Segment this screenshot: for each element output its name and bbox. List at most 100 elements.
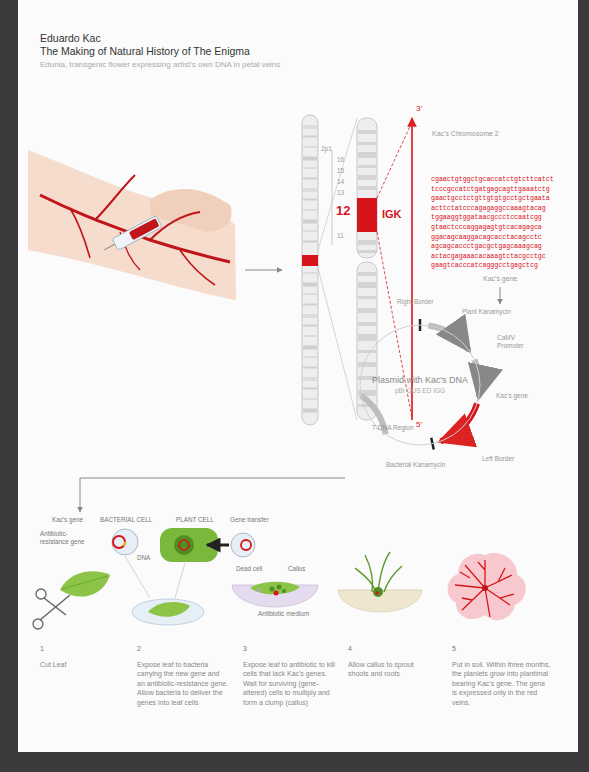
gene-transfer-illustration bbox=[175, 563, 185, 598]
chromosome-ideogram bbox=[303, 136, 317, 138]
chromosome-ideogram bbox=[303, 293, 317, 295]
leaf-and-scissors bbox=[44, 598, 66, 615]
chromosome-ideogram bbox=[358, 186, 376, 190]
leaf-and-scissors bbox=[33, 619, 43, 629]
dna-sequence: tcccgccatctgatgagcagttgaaatctg bbox=[431, 186, 550, 194]
chromosome-ideogram bbox=[303, 325, 317, 327]
chromosome-ideogram bbox=[357, 198, 377, 232]
gene-transfer-illustration bbox=[113, 536, 125, 548]
arm-illustration bbox=[150, 189, 232, 232]
gene-transfer-illustration bbox=[207, 544, 229, 547]
plasmid-ring bbox=[441, 404, 478, 442]
chromosome-ideogram bbox=[358, 152, 376, 158]
chromosome-ideogram bbox=[358, 142, 376, 145]
edunia-flower bbox=[448, 553, 526, 620]
antibiotic-dish bbox=[232, 582, 318, 607]
arm-illustration bbox=[28, 150, 236, 300]
chromosome-ideogram bbox=[303, 188, 317, 192]
band-number: 11 bbox=[337, 232, 344, 240]
plasmid-ring bbox=[361, 319, 480, 450]
step-number: 2 bbox=[137, 645, 141, 654]
plasmid-name: Plasmid with Kac's DNA bbox=[372, 375, 468, 387]
leaf-and-scissors bbox=[62, 576, 108, 589]
petri-dish bbox=[148, 602, 190, 617]
arm-illustration bbox=[101, 215, 162, 256]
chromosome-ideogram bbox=[303, 367, 317, 369]
strand-end: 3' bbox=[416, 104, 422, 114]
dna-label: DNA bbox=[137, 554, 150, 562]
chromosome-ideogram bbox=[500, 287, 501, 304]
page-card bbox=[18, 0, 578, 752]
chromosome-ideogram bbox=[303, 199, 317, 201]
arm-illustration bbox=[28, 150, 282, 300]
chromosome-ideogram bbox=[318, 118, 357, 250]
antibiotic-dish bbox=[274, 591, 279, 596]
edunia-flower bbox=[455, 560, 514, 617]
chromosome-ideogram bbox=[411, 118, 413, 420]
dna-sequence: ggacagcaaggacagcacctacagcctc bbox=[431, 234, 542, 242]
gene-label: Kac's gene bbox=[52, 516, 83, 524]
band-number: 15 bbox=[337, 167, 344, 175]
strand-end: 5' bbox=[416, 420, 422, 430]
edunia-flower bbox=[482, 585, 488, 591]
dna-sequence: tggaaggtggataacgccctccaatcgg bbox=[431, 214, 542, 222]
step-text: Expose leaf to antibiotic to kill cells … bbox=[243, 660, 335, 707]
plasmid-part: Right Border bbox=[397, 298, 434, 306]
step-number: 3 bbox=[243, 645, 247, 654]
chromosome-ideogram bbox=[303, 314, 317, 318]
plasmid-part: Bacterial Kanamycin bbox=[386, 461, 445, 469]
gene-transfer-illustration bbox=[112, 529, 138, 555]
chromosome-ideogram bbox=[303, 356, 317, 358]
antibiotic-dish bbox=[270, 587, 275, 592]
arm-illustration bbox=[129, 218, 160, 240]
plasmid-ring bbox=[428, 326, 469, 351]
leaf-and-scissors bbox=[36, 589, 46, 599]
dna-sequence: acttctatcccagagaggccaaagtacag bbox=[431, 205, 546, 213]
plasmid-circle: Plasmid with Kac's DNApBI GUS ED IGG bbox=[345, 310, 495, 460]
chromosome-name: Kac's Chromosome 2 bbox=[432, 130, 499, 139]
dna-sequence: gtaactcccaggagagtgtcacagagca bbox=[431, 224, 542, 232]
gene-transfer-illustration bbox=[174, 535, 194, 555]
gene-transfer-illustration bbox=[231, 533, 255, 557]
step-number: 5 bbox=[452, 645, 456, 654]
chromosome-ideogram bbox=[358, 272, 376, 276]
chromosome-ideogram bbox=[357, 118, 377, 258]
plasmid-part: Left Border bbox=[482, 455, 514, 463]
chromosome-ideogram bbox=[358, 334, 376, 341]
chromosome-ideogram bbox=[303, 230, 317, 232]
chromosome-ideogram bbox=[318, 268, 357, 420]
plasmid-part: T-DNA Region bbox=[372, 424, 414, 432]
subtitle: Edunia, transgenic flower expressing art… bbox=[40, 60, 280, 70]
chromosome-ideogram bbox=[303, 146, 317, 148]
cell-label: Callus bbox=[288, 565, 306, 573]
chromosome-ideogram bbox=[303, 409, 317, 413]
band-number: 14 bbox=[337, 178, 344, 186]
chromosome-ideogram bbox=[377, 122, 412, 198]
antibiotic-dish bbox=[277, 585, 282, 590]
chromosome-ideogram bbox=[358, 165, 376, 168]
plasmid-outline bbox=[360, 325, 480, 445]
chromosome-ideogram bbox=[358, 240, 376, 245]
petri-dish bbox=[132, 599, 204, 625]
chromosome-ideogram bbox=[358, 350, 376, 353]
band-name: 2p1 bbox=[321, 145, 332, 153]
dna-sequence: agcagcaccctgacgctgagcaaagcag bbox=[431, 243, 542, 251]
chromosome-ideogram bbox=[303, 272, 317, 274]
sprouting-dish bbox=[355, 552, 402, 592]
chromosome-ideogram bbox=[302, 255, 318, 266]
step-number: 1 bbox=[40, 645, 44, 654]
dna-sequence: gaagtcacccatcagggcctgagctcg bbox=[431, 262, 538, 270]
cell-label: PLANT CELL bbox=[176, 516, 214, 524]
chromosome-ideogram bbox=[302, 115, 500, 425]
gene-transfer-illustration bbox=[179, 540, 189, 550]
chromosome-ideogram bbox=[303, 241, 317, 243]
title-line: The Making of Natural History of The Eni… bbox=[40, 45, 250, 58]
gene-transfer-illustration bbox=[113, 536, 125, 548]
band-number: 12 bbox=[336, 203, 350, 219]
leaf-and-scissors bbox=[60, 571, 110, 596]
chromosome-ideogram bbox=[303, 346, 317, 350]
gene-transfer-illustration bbox=[125, 556, 150, 598]
arm-illustration bbox=[104, 244, 115, 250]
band-number: 16 bbox=[337, 156, 344, 164]
